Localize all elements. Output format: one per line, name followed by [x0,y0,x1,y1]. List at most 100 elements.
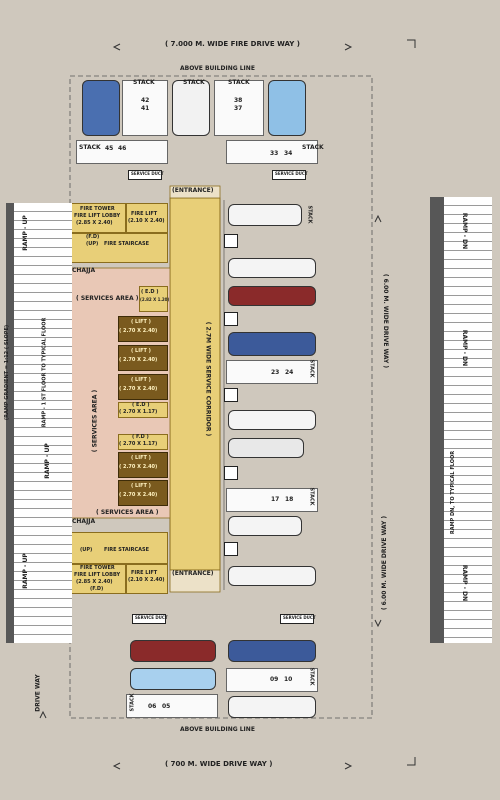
fd-label: (F.D) [90,586,104,592]
stack-label: STACK [308,667,315,686]
stack-label: STACK [79,144,101,151]
fire-lift-label: FIRE LIFT [131,570,158,576]
fire-lift-dim: (2.10 X 2.40) [128,218,165,224]
service-duct-top-right [272,170,306,180]
fire-lobby-dim: (2.85 X 2.40) [76,579,113,585]
fd-mid-label: ( F.D ) [132,434,149,440]
slot-06: 06 [148,703,157,710]
service-duct-top-left [128,170,162,180]
left-driveway-label: DRIVE WAY [34,674,42,712]
fire-staircase-bottom [70,532,168,564]
car-r-6 [228,438,304,458]
fd-mid [118,434,168,450]
car-r-3 [228,286,316,306]
chajja-bottom: CHAJJA [72,518,96,525]
car-b-4 [228,696,316,718]
fire-tower-label: FIRE TOWER [80,206,115,212]
lift-dim: ( 2.70 X 2.40) [119,386,158,392]
top-building-line-label: ABOVE BUILDING LINE [180,65,255,72]
right-ramp-edge [430,197,444,643]
slot-37: 37 [234,105,243,112]
stack-bay-33 [226,140,318,164]
service-duct-label: SERVICE DUCT [135,615,168,620]
fire-lift-label: FIRE LIFT [131,211,158,217]
fire-lift-lobby-label: FIRE LIFT LOBBY [74,213,121,219]
ramp-dn-typical-label: RAMP DN, TO TYPICAL FLOOR [450,450,457,535]
pillar-2 [224,312,238,326]
ramp-1-label: RAMP - 1 ST FLOOR TO TYPICAL FLOOR [41,317,48,428]
slot-34: 34 [284,150,293,157]
fire-lift-top [126,203,168,233]
stack-label: STACK [183,79,205,86]
car-b-2 [130,668,216,690]
entrance-bottom-label: (ENTRANCE) [172,570,214,577]
slot-41: 41 [141,105,150,112]
bottom-building-line-label: ABOVE BUILDING LINE [180,726,255,733]
stack-bay-38 [214,80,264,136]
fire-tower-lobby-bottom [70,564,126,594]
ed-top-label: ( E.D ) [141,289,159,295]
ramp-dn-label-bottom: RAMP - DN [461,564,469,602]
lift-4 [118,452,168,478]
lift-label: ( LIFT ) [131,377,151,383]
car-top-2 [172,80,210,136]
top-driveway-label: ( 7.000 M. WIDE FIRE DRIVE WAY ) [165,40,300,48]
up-label: (UP) [80,547,93,553]
ramp-up-label-mid: RAMP - UP [43,443,51,479]
slot-18: 18 [285,496,294,503]
services-area-bottom-label: ( SERVICES AREA ) [96,509,159,516]
car-r-5 [228,410,316,430]
ramp-dn-label-mid: RAMP - DN [461,329,469,367]
fd-label: (F.D) [86,234,100,240]
service-duct-bottom-right [280,614,314,624]
lift-dim: ( 2.70 X 2.40) [119,328,158,334]
fire-tower-label: FIRE TOWER [80,565,115,571]
services-area-top-label: ( SERVICES AREA ) [76,295,139,302]
stack-bay-23 [226,360,318,384]
lift-label: ( LIFT ) [131,455,151,461]
lift-dim: ( 2.70 X 2.40) [119,464,158,470]
lift-3 [118,374,168,400]
stack-label: STACK [308,487,315,506]
car-b-3 [228,640,316,662]
slot-45: 45 [105,145,114,152]
lift-dim: ( 2.70 X 2.40) [119,357,158,363]
service-duct-label: SERVICE DUCT [275,171,308,176]
service-duct-bottom-left [132,614,166,624]
ed-top [139,286,168,312]
lift-2 [118,345,168,371]
bottom-driveway-label: ( 700 M. WIDE DRIVE WAY ) [165,760,273,768]
ed-mid [118,402,168,418]
fire-lobby-dim: (2.85 X 2.40) [76,220,113,226]
stack-bay-45 [76,140,168,164]
slot-17: 17 [271,496,280,503]
stack-bay-42 [122,80,168,136]
pillar-5 [224,542,238,556]
slot-10: 10 [284,676,293,683]
slot-23: 23 [271,369,280,376]
pillar-1 [224,234,238,248]
lift-dim: ( 2.70 X 2.40) [119,492,158,498]
ed-top-dim: (2.82 X 1.20) [140,297,170,302]
slot-46: 46 [118,145,127,152]
stack-label: STACK [133,79,155,86]
stack-bay-09 [226,668,318,692]
stack-label: STACK [129,693,136,712]
slot-09: 09 [270,676,279,683]
slot-38: 38 [234,97,243,104]
chajja-top: CHAJJA [72,267,96,274]
up-label: (UP) [86,241,99,247]
pillar-4 [224,466,238,480]
fire-lift-lobby-label: FIRE LIFT LOBBY [74,572,121,578]
fire-staircase-label: FIRE STAIRCASE [104,241,150,247]
entrance-bottom-block [169,569,221,593]
car-r-2 [228,258,316,278]
driveway-6m-label-top: ( 6.00 M. WIDE DRIVE WAY ) [382,273,390,369]
ramp-up-label-bottom: RAMP - UP [21,553,29,589]
slot-42: 42 [141,97,150,104]
slot-05: 05 [162,703,171,710]
car-b-1 [130,640,216,662]
ramp-gradient-label: (RAMP GRADIENT = 1:12 ( SLOPE) [4,324,11,421]
lift-1 [118,316,168,342]
lift-label: ( LIFT ) [131,483,151,489]
